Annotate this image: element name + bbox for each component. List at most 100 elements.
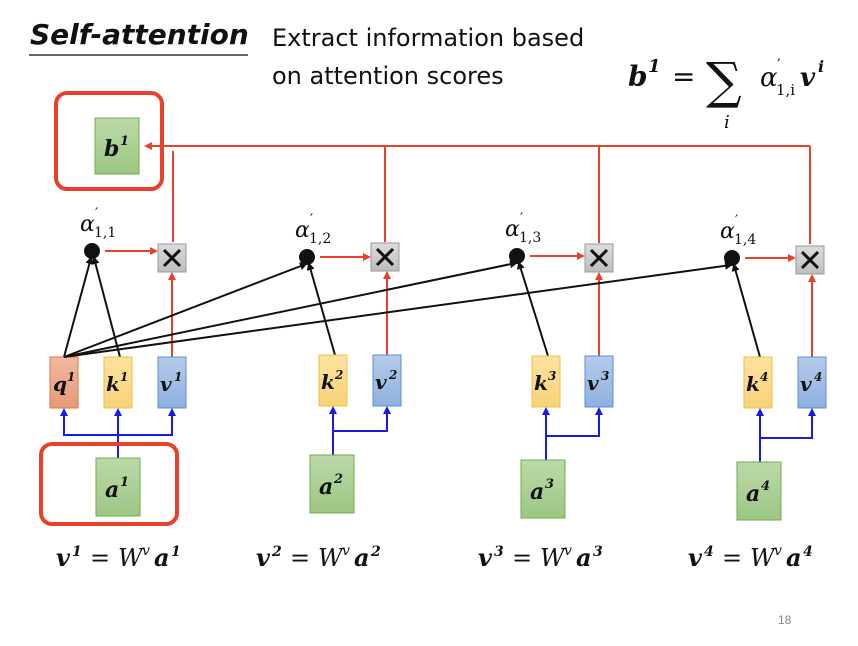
page-number: 18: [778, 613, 792, 627]
formula-v: v: [800, 63, 816, 93]
formula-alpha-sub: 1,i: [776, 81, 795, 99]
key-label-4: k: [746, 372, 760, 396]
key-sup-4: 4: [760, 370, 768, 384]
eq-lhs-sup-4: 4: [704, 544, 714, 560]
alpha-prime-3: ′: [520, 211, 523, 227]
eq-lhs-3: v: [478, 543, 493, 572]
input-highlight-frame: [39, 442, 179, 526]
alpha-subscript-2: 1,2: [309, 231, 331, 247]
input-box-1: [95, 457, 141, 517]
output-b1-label: b: [104, 136, 119, 162]
multiply-icon-4: [800, 250, 820, 270]
subtitle-line-2: on attention scores: [272, 62, 504, 90]
slide-title: Self-attention: [30, 18, 249, 51]
eq-lhs-sup-2: 2: [271, 544, 282, 560]
alpha-subscript-4: 1,4: [734, 232, 756, 248]
input-to-value-arrow-4: [760, 408, 816, 439]
formula-equals: =: [672, 60, 695, 93]
query-to-score-arrow-3: [63, 260, 518, 358]
alpha-subscript-3: 1,3: [519, 230, 541, 246]
key-to-score-arrow-3: [516, 261, 549, 357]
value-label-3: v: [587, 371, 599, 395]
output-b1-sup: 1: [120, 134, 129, 149]
key-label-1: k: [106, 372, 120, 396]
alpha-symbol-4: α: [720, 219, 735, 244]
value-box-1: [157, 356, 187, 409]
query-q1-sup: 1: [67, 370, 75, 384]
eq-lhs-4: v: [688, 543, 703, 572]
eq-w-sup-3: v: [564, 543, 572, 559]
value-box-4: [797, 356, 827, 409]
input-to-value-arrow-2: [333, 406, 391, 432]
query-to-score-arrow-4: [63, 261, 733, 358]
attention-score-node-1: [84, 243, 100, 259]
input-label-1: a: [105, 477, 119, 503]
multiply-icon-2: [375, 247, 395, 267]
alpha-prime-1: ′: [95, 206, 98, 222]
value-label-2: v: [375, 370, 387, 394]
output-highlight-frame: [54, 91, 164, 191]
input-label-4: a: [746, 481, 760, 507]
key-sup-1: 1: [120, 370, 128, 384]
value-sup-1: 1: [174, 370, 182, 384]
value-label-1: v: [160, 372, 172, 396]
formula-alpha: α: [760, 63, 778, 93]
value-sup-2: 2: [388, 368, 397, 382]
eq-w-sup-4: v: [774, 543, 782, 559]
output-formula: b 1 = ∑ i α ′ 1,i v i: [628, 52, 824, 133]
eq-equals-4: =: [722, 544, 742, 572]
key-to-score-arrow-2: [306, 262, 336, 356]
key-to-score-arrow-1: [91, 256, 121, 358]
eq-equals-1: =: [90, 544, 110, 572]
input-sup-4: 4: [761, 479, 770, 494]
eq-rhs-sup-1: 1: [171, 544, 181, 560]
eq-w-sup-2: v: [342, 543, 350, 559]
key-label-2: k: [321, 370, 335, 394]
eq-rhs-sup-2: 2: [370, 544, 381, 560]
input-label-3: a: [530, 479, 544, 505]
eq-lhs-2: v: [256, 543, 271, 572]
multiply-icon-1: [162, 248, 182, 268]
eq-equals-3: =: [512, 544, 532, 572]
input-to-value-arrow-3: [546, 407, 603, 437]
input-to-value-arrow-1: [118, 408, 176, 436]
alpha-prime-2: ′: [310, 212, 313, 228]
attention-score-node-3: [509, 248, 525, 264]
attention-score-node-4: [724, 250, 740, 266]
eq-rhs-2: a: [354, 543, 370, 572]
weighted-sum-bus: [144, 142, 811, 244]
eq-w-sup-1: v: [142, 543, 150, 559]
eq-lhs-sup-1: 1: [72, 544, 82, 560]
eq-rhs-4: a: [786, 543, 802, 572]
formula-v-sup: i: [818, 57, 824, 76]
attention-score-node-2: [299, 249, 315, 265]
formula-lhs: b: [628, 60, 648, 93]
formula-alpha-prime: ′: [777, 55, 781, 74]
eq-rhs-3: a: [576, 543, 592, 572]
query-q1-label: q: [53, 372, 67, 396]
eq-w-2: W: [318, 544, 345, 572]
value-box-3: [584, 355, 614, 408]
input-sup-2: 2: [333, 472, 343, 487]
eq-equals-2: =: [290, 544, 310, 572]
eq-w-3: W: [540, 544, 567, 572]
input-sup-1: 1: [120, 475, 129, 490]
eq-rhs-1: a: [154, 543, 170, 572]
formula-lhs-sup: 1: [648, 56, 661, 77]
formula-sum: ∑: [706, 52, 742, 110]
query-to-score-arrow-1: [63, 256, 94, 358]
input-box-3: [520, 459, 566, 519]
input-sup-3: 3: [545, 477, 554, 492]
input-to-query-arrow: [60, 408, 118, 436]
key-sup-2: 2: [334, 368, 343, 382]
key-box-1: [103, 356, 133, 409]
alpha-symbol-2: α: [295, 218, 310, 243]
multiply-icon-3: [589, 248, 609, 268]
